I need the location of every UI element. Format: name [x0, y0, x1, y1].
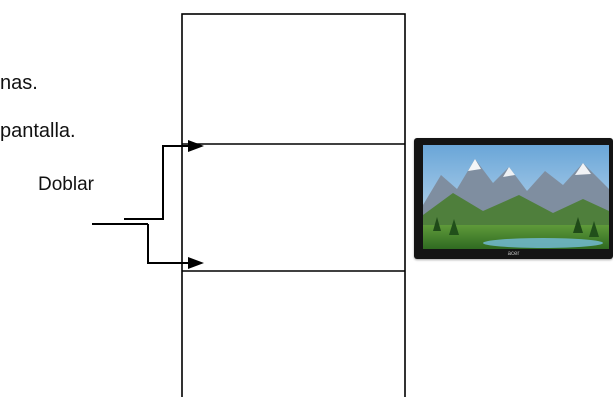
lower-arrowhead	[188, 257, 204, 269]
monitor-brand: acer	[414, 251, 613, 258]
monitor-image: acer	[414, 138, 613, 259]
upper-arrowhead	[188, 140, 204, 152]
lower-connector	[148, 224, 190, 263]
paper-sheet	[182, 14, 405, 397]
landscape-icon	[423, 145, 609, 249]
monitor-screen	[423, 145, 609, 249]
upper-connector	[124, 146, 190, 219]
